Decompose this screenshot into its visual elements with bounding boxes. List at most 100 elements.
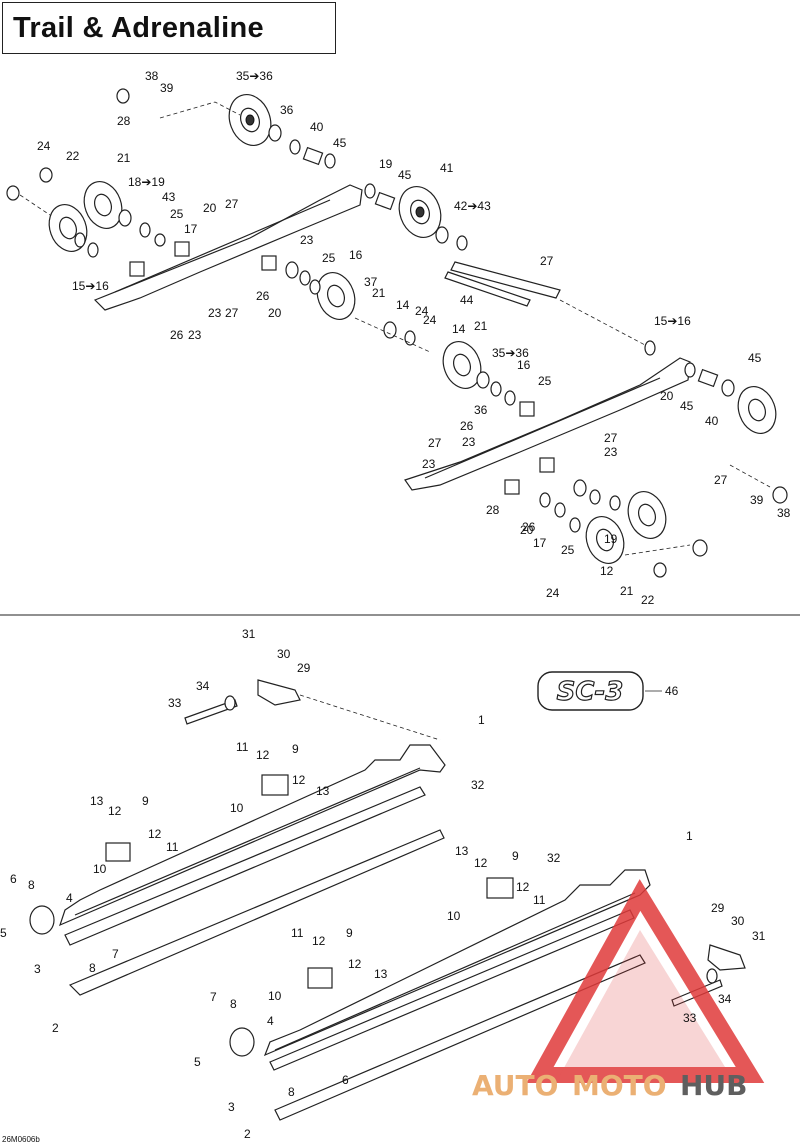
callout-label: 29 — [297, 661, 311, 675]
callout-label: 44 — [460, 293, 474, 307]
callout-label: 25 — [322, 251, 336, 265]
callout-label: 12 — [256, 748, 270, 762]
idler-wheel-35-left — [228, 94, 272, 146]
watermark-hub: HUB — [680, 1069, 748, 1102]
watermark-moto: MOTO — [572, 1069, 667, 1102]
callout-label: 8 — [89, 961, 96, 975]
callout-label: 21 — [372, 286, 386, 300]
callout-label: 30 — [277, 647, 291, 661]
callout-label: 12 — [348, 957, 362, 971]
callout-label: 14 — [452, 322, 466, 336]
callout-label: 45 — [333, 136, 347, 150]
slide-rail-1-lower — [263, 869, 651, 1057]
callout-label: 8 — [28, 878, 35, 892]
bearings-small — [6, 88, 788, 578]
callout-label: 12 — [292, 773, 306, 787]
callout-label: 27 — [540, 254, 554, 268]
callout-label: 18➔19 — [128, 175, 165, 189]
callout-label: 10 — [230, 801, 244, 815]
block-9-d — [307, 967, 333, 989]
stopper-5-left — [29, 905, 55, 935]
frame-arm-left — [93, 184, 363, 311]
callout-label: 12 — [516, 880, 530, 894]
callout-label: 20 — [268, 306, 282, 320]
callout-label: 34 — [196, 679, 210, 693]
drawing-code: 26M0606b — [2, 1135, 40, 1144]
callout-label: 23 — [604, 445, 618, 459]
callout-label: 32 — [471, 778, 485, 792]
watermark-auto: AUTO — [472, 1069, 558, 1102]
callout-label: 21 — [474, 319, 488, 333]
callout-label: 24 — [546, 586, 560, 600]
callout-label: 24 — [415, 304, 429, 318]
callout-label: 23 — [188, 328, 202, 342]
callout-label: 28 — [486, 503, 500, 517]
callout-label: 45 — [748, 351, 762, 365]
slider-shoe-2-lower — [274, 954, 646, 1121]
callout-label: 45 — [680, 399, 694, 413]
callout-label: 9 — [142, 794, 149, 808]
callout-label: 26 — [522, 520, 536, 534]
callout-label: 3 — [34, 962, 41, 976]
idler-wheel-18-right — [627, 491, 667, 539]
callout-label: 30 — [731, 914, 745, 928]
callout-label: 40 — [705, 414, 719, 428]
callout-label: 7 — [210, 990, 217, 1004]
callout-label: 25 — [561, 543, 575, 557]
callout-label: 33 — [683, 1011, 697, 1025]
callout-label: 11 — [236, 740, 249, 754]
callout-label: 32 — [547, 851, 561, 865]
callout-label: 27 — [714, 473, 728, 487]
sc3-logo-text: SC-3 — [557, 677, 624, 707]
callout-label: 16 — [349, 248, 363, 262]
callout-label: 10 — [93, 862, 107, 876]
callout-label: 26 — [256, 289, 270, 303]
callout-label: 9 — [292, 742, 299, 756]
callout-label: 8 — [230, 997, 237, 1011]
callout-label: 9 — [346, 926, 353, 940]
callout-label: 20 — [203, 201, 217, 215]
callout-label: 40 — [310, 120, 324, 134]
callout-label: 27 — [604, 431, 618, 445]
callout-label: 23 — [462, 435, 476, 449]
block-9-c — [486, 877, 514, 899]
block-20 — [174, 241, 190, 257]
callout-label: 1 — [478, 713, 485, 727]
callout-label: 29 — [711, 901, 725, 915]
block-20b — [129, 261, 145, 277]
callout-label: 2 — [244, 1127, 251, 1141]
callout-label: 21 — [620, 584, 634, 598]
callout-label: 14 — [396, 298, 410, 312]
callout-label: 10 — [447, 909, 461, 923]
callout-label: 2 — [52, 1021, 59, 1035]
callout-label: 5 — [194, 1055, 201, 1069]
callout-label: 27 — [225, 306, 239, 320]
callout-label: 34 — [718, 992, 732, 1006]
callout-label: 15➔16 — [72, 279, 109, 293]
slider-shoe-2-upper — [68, 829, 445, 996]
callout-label: 22 — [66, 149, 80, 163]
callout-label: 4 — [66, 891, 73, 905]
callout-label: 36 — [474, 403, 488, 417]
callout-label: 27 — [428, 436, 442, 450]
callout-label: 23 — [422, 457, 436, 471]
callout-label: 5 — [0, 926, 7, 940]
diagram-title: Trail & Adrenaline — [13, 11, 264, 44]
callout-label: 21 — [117, 151, 131, 165]
callout-label: 28 — [117, 114, 131, 128]
callout-label: 46 — [665, 684, 679, 698]
sc3-logo: SC-3 — [537, 671, 662, 711]
callout-label: 12 — [312, 934, 326, 948]
callout-label: 10 — [268, 989, 282, 1003]
callout-label: 39 — [750, 493, 764, 507]
callout-label: 6 — [342, 1073, 349, 1087]
rails-bottom: SC-3 — [29, 671, 746, 1121]
callout-label: 31 — [242, 627, 256, 641]
callout-label: 31 — [752, 929, 766, 943]
callout-label: 3 — [228, 1100, 235, 1114]
callout-label: 23 — [300, 233, 314, 247]
callout-label: 35➔36 — [492, 346, 529, 360]
callout-label: 17 — [184, 222, 198, 236]
callout-label: 26 — [170, 328, 184, 342]
